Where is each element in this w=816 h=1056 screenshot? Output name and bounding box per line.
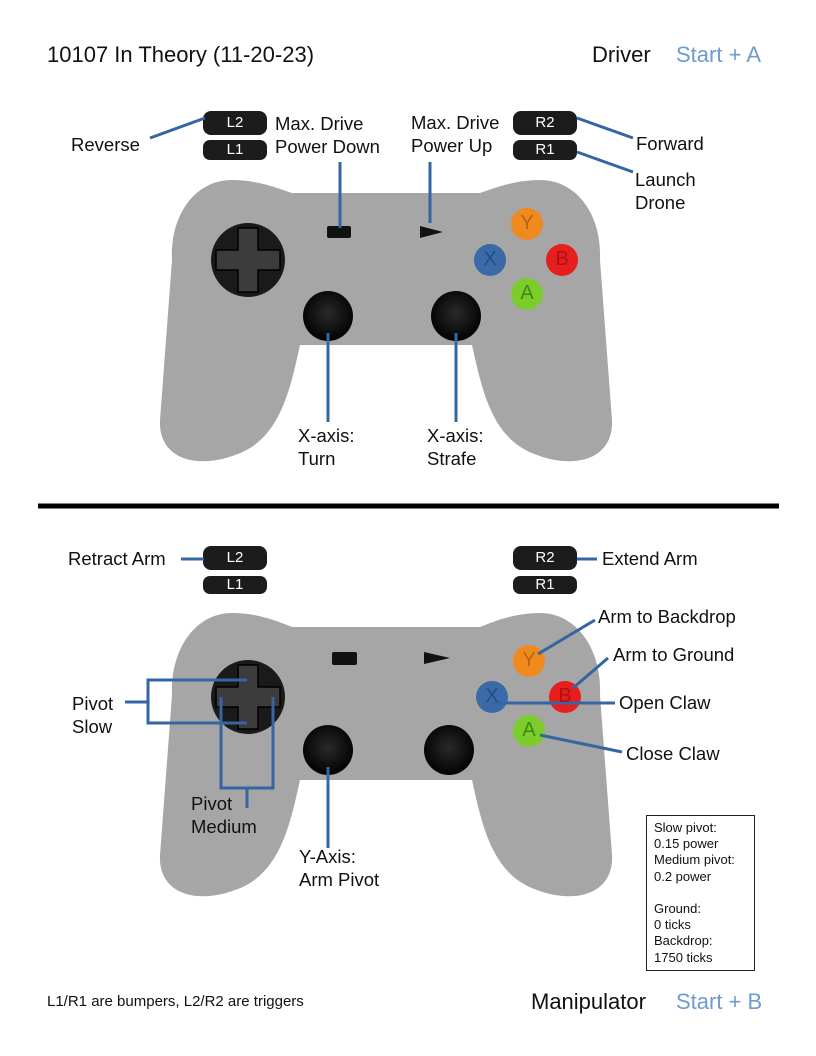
l2-button bbox=[203, 111, 267, 135]
left-stick bbox=[303, 291, 353, 341]
y-button bbox=[511, 208, 543, 240]
open-claw-label: Open Claw bbox=[619, 692, 711, 713]
y-letter: Y bbox=[522, 649, 536, 671]
r2-button bbox=[513, 546, 577, 570]
start-button bbox=[420, 226, 443, 238]
driver-connector-lines bbox=[149, 116, 634, 422]
gamepad-body bbox=[159, 180, 613, 462]
manipulator-controller bbox=[125, 546, 623, 897]
l1-label: L1 bbox=[226, 141, 244, 158]
manipulator-connector-lines bbox=[125, 557, 623, 848]
arm-to-ground-label: Arm to Ground bbox=[613, 644, 735, 665]
b-button bbox=[546, 244, 578, 276]
r1-label: R1 bbox=[535, 576, 555, 593]
a-button bbox=[511, 278, 543, 310]
back-button bbox=[332, 652, 357, 665]
dpad bbox=[211, 223, 285, 297]
x-letter: X bbox=[483, 248, 497, 270]
r1-button bbox=[513, 140, 577, 160]
reverse-label: Reverse bbox=[71, 134, 140, 155]
strafe-label: X-axis:Strafe bbox=[427, 425, 484, 469]
l2-label: L2 bbox=[226, 549, 244, 566]
a-letter: A bbox=[522, 719, 536, 741]
y-button bbox=[513, 645, 545, 677]
b-letter: B bbox=[558, 685, 572, 707]
right-stick bbox=[424, 725, 474, 775]
l2-label: L2 bbox=[226, 114, 244, 131]
team-title: 10107 In Theory (11-20-23) bbox=[47, 42, 315, 67]
driver-combo: Start + A bbox=[676, 42, 761, 67]
l2-button bbox=[203, 546, 267, 570]
a-letter: A bbox=[520, 282, 534, 304]
bumper-trigger-note: L1/R1 are bumpers, L2/R2 are triggers bbox=[47, 993, 304, 1010]
arm-pivot-label: Y-Axis:Arm Pivot bbox=[299, 846, 380, 890]
legend-line: 0.15 power bbox=[654, 836, 719, 852]
r2-label: R2 bbox=[535, 549, 555, 566]
r1-button bbox=[513, 576, 577, 594]
arm-to-backdrop-label: Arm to Backdrop bbox=[598, 606, 736, 627]
r2-button bbox=[513, 111, 577, 135]
a-button bbox=[513, 715, 545, 747]
settings-legend-box: Slow pivot: 0.15 power Medium pivot: 0.2… bbox=[646, 815, 755, 971]
right-stick bbox=[431, 291, 481, 341]
y-letter: Y bbox=[520, 212, 534, 234]
legend-line: 0.2 power bbox=[654, 868, 712, 884]
face-buttons bbox=[474, 208, 578, 310]
r2-label: R2 bbox=[535, 114, 555, 131]
legend-line: Backdrop: bbox=[654, 933, 713, 949]
turn-label: X-axis:Turn bbox=[298, 425, 355, 469]
legend-line: Slow pivot: bbox=[654, 820, 717, 835]
r1-label: R1 bbox=[535, 141, 555, 158]
manipulator-label: Manipulator bbox=[531, 989, 646, 1014]
x-button bbox=[474, 244, 506, 276]
x-letter: X bbox=[485, 685, 499, 707]
close-claw-label: Close Claw bbox=[626, 743, 720, 764]
left-stick bbox=[303, 725, 353, 775]
l1-label: L1 bbox=[226, 576, 244, 593]
legend-line: 0 ticks bbox=[654, 917, 691, 933]
manipulator-combo: Start + B bbox=[676, 989, 763, 1014]
b-button bbox=[549, 681, 581, 713]
retract-arm-label: Retract Arm bbox=[68, 548, 166, 569]
l1-button bbox=[203, 576, 267, 594]
x-button bbox=[476, 681, 508, 713]
face-buttons bbox=[476, 645, 581, 747]
driver-label: Driver bbox=[592, 42, 651, 67]
b-letter: B bbox=[555, 248, 569, 270]
legend-line bbox=[654, 885, 747, 901]
legend-line: 1750 ticks bbox=[654, 949, 713, 965]
l1-button bbox=[203, 140, 267, 160]
forward-label: Forward bbox=[636, 133, 704, 154]
legend-line: Medium pivot: bbox=[654, 852, 735, 868]
extend-arm-label: Extend Arm bbox=[602, 548, 698, 569]
legend-line: Ground: bbox=[654, 901, 701, 916]
start-button bbox=[424, 652, 450, 664]
back-button bbox=[327, 226, 351, 238]
driver-controller bbox=[149, 111, 634, 462]
